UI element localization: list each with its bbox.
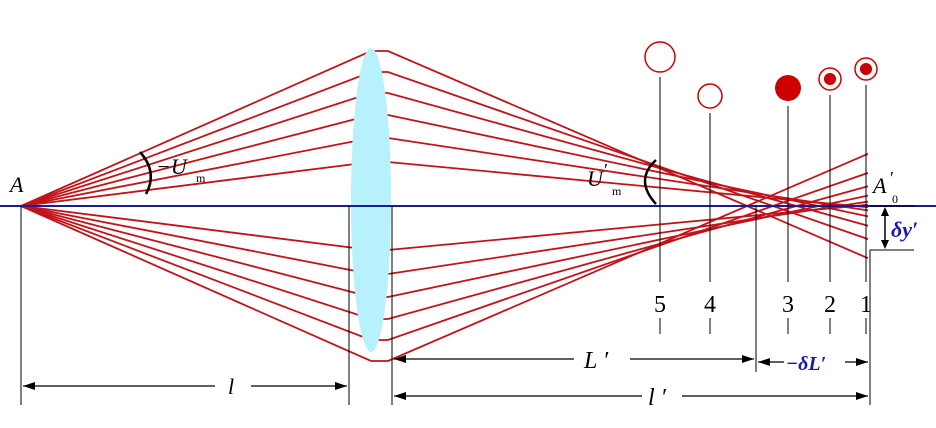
dim-l-arrow-right [335,382,347,390]
ray [20,152,869,362]
image-distance-label: L ′ [583,348,609,374]
image-aperture-prime: ′ [604,160,608,180]
ray [20,71,869,240]
image-aperture-arc [643,159,657,205]
spot-solid-3 [775,75,801,101]
dim-lp-arrow-left [394,392,406,400]
screen-number-1: 1 [860,292,872,318]
object-point-label: A [8,172,24,197]
spot-target-core-1 [859,62,873,76]
transverse-aberration-label: δy′ [891,217,918,242]
ray [20,161,869,209]
dim-L-arrow-right [742,355,754,363]
screen-number-5: 5 [654,292,666,318]
object-aperture-arc [139,151,153,195]
screen-number-4: 4 [704,292,716,318]
paraxial-image-prime: ′ [890,168,894,188]
spot-ring-5 [644,41,676,73]
image-aperture-sub: m [612,184,622,198]
dim-dL-arrow-right [856,358,868,366]
ray [20,50,869,260]
object-distance-label: l [228,374,234,399]
ray [20,172,869,341]
longitudinal-aberration-label: −δL′ [786,353,826,375]
object-aperture-sub: m [196,171,206,185]
paraxial-image-distance-label: l ′ [648,385,667,411]
spot-target-core-2 [823,72,837,86]
dim-l-arrow-left [23,382,35,390]
paraxial-image-label: A [871,173,887,198]
dy-arrow-up [881,207,889,216]
lens [351,48,391,352]
dim-L-arrow-left [394,355,406,363]
image-aperture-label: U [587,166,605,191]
screen-number-3: 3 [782,292,794,318]
spot-ring-4 [697,83,723,109]
dim-lp-arrow-right [856,392,868,400]
dy-arrow-down [881,240,889,249]
screen-number-2: 2 [824,292,836,318]
paraxial-image-sub: 0 [892,192,898,206]
object-aperture-label: −U [156,154,189,179]
ray [20,203,869,251]
dim-dL-arrow-left [758,358,770,366]
